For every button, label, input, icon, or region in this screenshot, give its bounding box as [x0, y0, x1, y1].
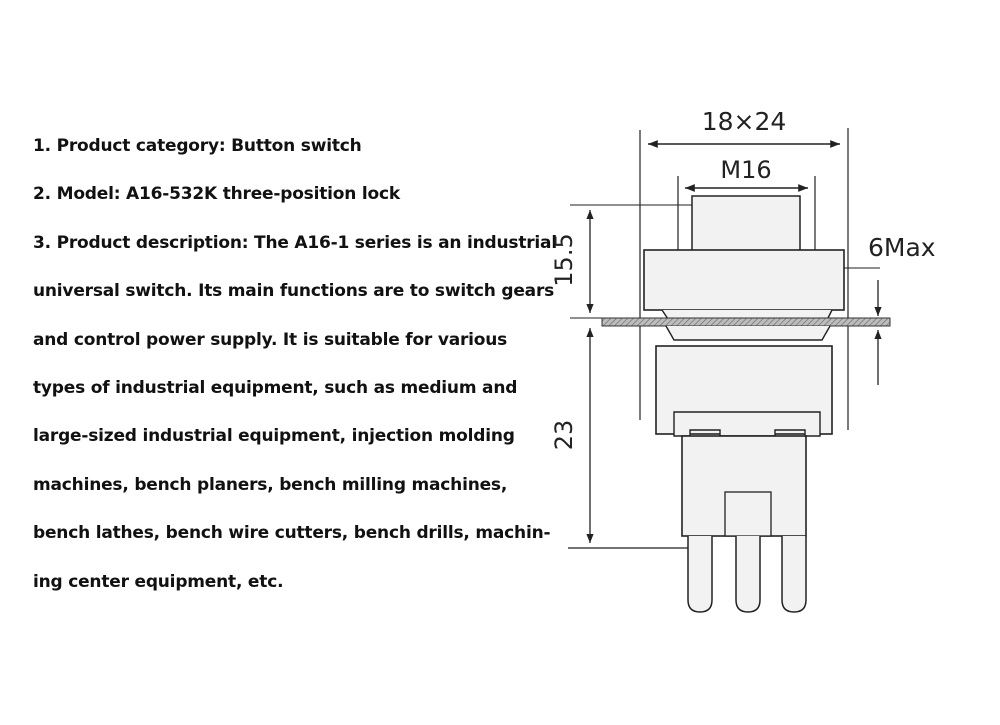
- top-height-dimension: 15.5: [550, 204, 692, 319]
- panel-thickness-label: 6Max: [868, 233, 936, 262]
- bottom-height-label: 23: [550, 420, 578, 451]
- desc-line-9: bench lathes, bench wire cutters, bench …: [33, 523, 551, 544]
- desc-line-8: machines, bench planers, bench milling m…: [33, 474, 508, 495]
- width-label: 18×24: [702, 107, 787, 136]
- width-dimension: 18×24: [639, 107, 849, 430]
- desc-line-2: 2. Model: A16-532K three-position lock: [33, 184, 400, 205]
- desc-line-1: 1. Product category: Button switch: [33, 136, 362, 156]
- product-description: 1. Product category: Button switch 2. Mo…: [33, 122, 557, 606]
- top-height-label: 15.5: [550, 233, 578, 286]
- desc-line-7: large-sized industrial equipment, inject…: [33, 426, 515, 447]
- thread-label: M16: [720, 156, 771, 184]
- desc-line-5: and control power supply. It is suitable…: [33, 329, 508, 350]
- thread-dimension: M16: [677, 156, 816, 330]
- terminal-pins: [687, 536, 807, 613]
- desc-line-6: types of industrial equipment, such as m…: [33, 377, 518, 398]
- desc-line-3: 3. Product description: The A16-1 series…: [33, 232, 557, 253]
- mounting-nut: [665, 325, 831, 341]
- bezel-body: [643, 249, 845, 311]
- switch-dimension-drawing: 18×24 M16 15.5 23: [550, 107, 936, 613]
- panel-thickness-dimension: 6Max: [844, 233, 936, 385]
- desc-line-10: ing center equipment, etc.: [33, 571, 284, 592]
- desc-line-4: universal switch. Its main functions are…: [33, 281, 555, 302]
- knob-top: [691, 195, 801, 253]
- bottom-height-dimension: 23: [550, 328, 688, 549]
- mounting-panel: [601, 317, 891, 327]
